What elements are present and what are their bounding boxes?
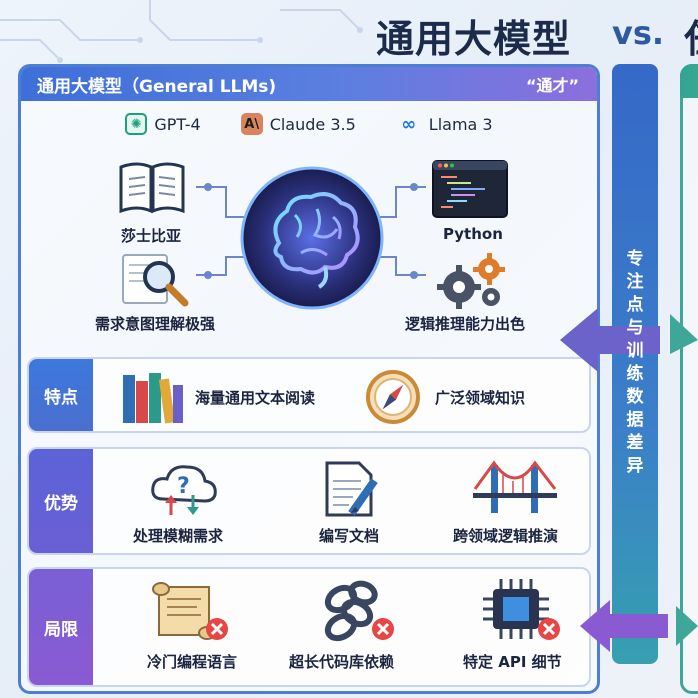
model-name: GPT-4 (154, 114, 201, 134)
books-icon (123, 373, 183, 424)
model-name: Llama 3 (428, 114, 493, 134)
magnifier-document-icon (122, 254, 189, 307)
document-pen-icon (325, 461, 378, 517)
advantage-fuzzy: 处理模糊需求 (133, 527, 224, 545)
advantages-row: 优势 ? 处理模糊需求 编写文档 跨领域逻辑推演 (27, 447, 591, 555)
hub-label-shakespeare: 莎士比亚 (121, 227, 182, 245)
advantage-cross-domain: 跨领域逻辑推演 (453, 527, 559, 545)
vs-title: vs. (612, 14, 665, 52)
bridge-icon (473, 460, 557, 513)
advantage-docs: 编写文档 (319, 527, 380, 545)
gears-icon (437, 253, 505, 309)
limitation-rare-language: 冷门编程语言 (147, 653, 238, 671)
limitation-long-codebase: 超长代码库依赖 (289, 653, 395, 671)
anthropic-logo-icon: A\ (240, 113, 263, 135)
chip-error-icon (483, 579, 560, 640)
code-editor-icon (432, 160, 508, 218)
general-panel-header: 通用大模型（General LLMs) “通才” (21, 67, 597, 101)
features-label: 特点 (29, 359, 93, 431)
svg-text:?: ? (177, 474, 190, 499)
hub-label-reasoning: 逻辑推理能力出色 (405, 315, 526, 333)
hub-connectors (196, 183, 426, 279)
capability-hub: 莎士比亚 需求意图理解极强 (21, 147, 597, 337)
feature-mass-reading: 海量通用文本阅读 (195, 389, 316, 407)
hub-label-python: Python (443, 225, 503, 243)
bottom-double-arrow-icon (580, 600, 698, 652)
cloud-question-icon: ? (151, 465, 217, 515)
limitations-row: 局限 冷门编程语言 超长代码库依赖 (27, 567, 591, 687)
brain-icon (240, 166, 384, 310)
model-claude: A\ Claude 3.5 (240, 113, 356, 135)
model-name: Claude 3.5 (269, 114, 356, 134)
model-list: ✺ GPT-4 A\ Claude 3.5 ∞ Llama 3 (21, 113, 597, 135)
hub-label-intent: 需求意图理解极强 (95, 315, 216, 333)
feature-broad-knowledge: 广泛领域知识 (435, 389, 526, 407)
divider-text: 专注点与训练数据差异 (626, 249, 644, 476)
advantages-label: 优势 (29, 449, 93, 553)
main-title: 通用大模型 (376, 17, 572, 61)
general-llm-panel: 通用大模型（General LLMs) “通才” ✺ GPT-4 A\ Clau… (18, 64, 600, 694)
center-divider (612, 64, 658, 664)
features-row: 特点 海量通用文本阅读 广泛领域知识 (27, 357, 591, 433)
scroll-error-icon (152, 582, 228, 640)
book-icon (119, 162, 185, 214)
general-panel-title: 通用大模型（General LLMs) (37, 76, 277, 97)
specialized-panel-header-edge (680, 64, 698, 98)
openai-logo-icon: ✺ (125, 113, 148, 135)
double-arrow-icon (560, 308, 698, 372)
compass-icon (366, 370, 420, 424)
chain-error-icon (324, 580, 394, 642)
generalist-tag: “通才” (525, 76, 579, 95)
limitation-api-details: 特定 API 细节 (463, 653, 562, 671)
limitations-label: 局限 (29, 569, 93, 685)
model-gpt4: ✺ GPT-4 (125, 113, 201, 135)
meta-logo-icon: ∞ (401, 113, 417, 135)
model-llama: ∞ Llama 3 (396, 113, 493, 135)
right-title-fragment: 任 (684, 8, 698, 63)
